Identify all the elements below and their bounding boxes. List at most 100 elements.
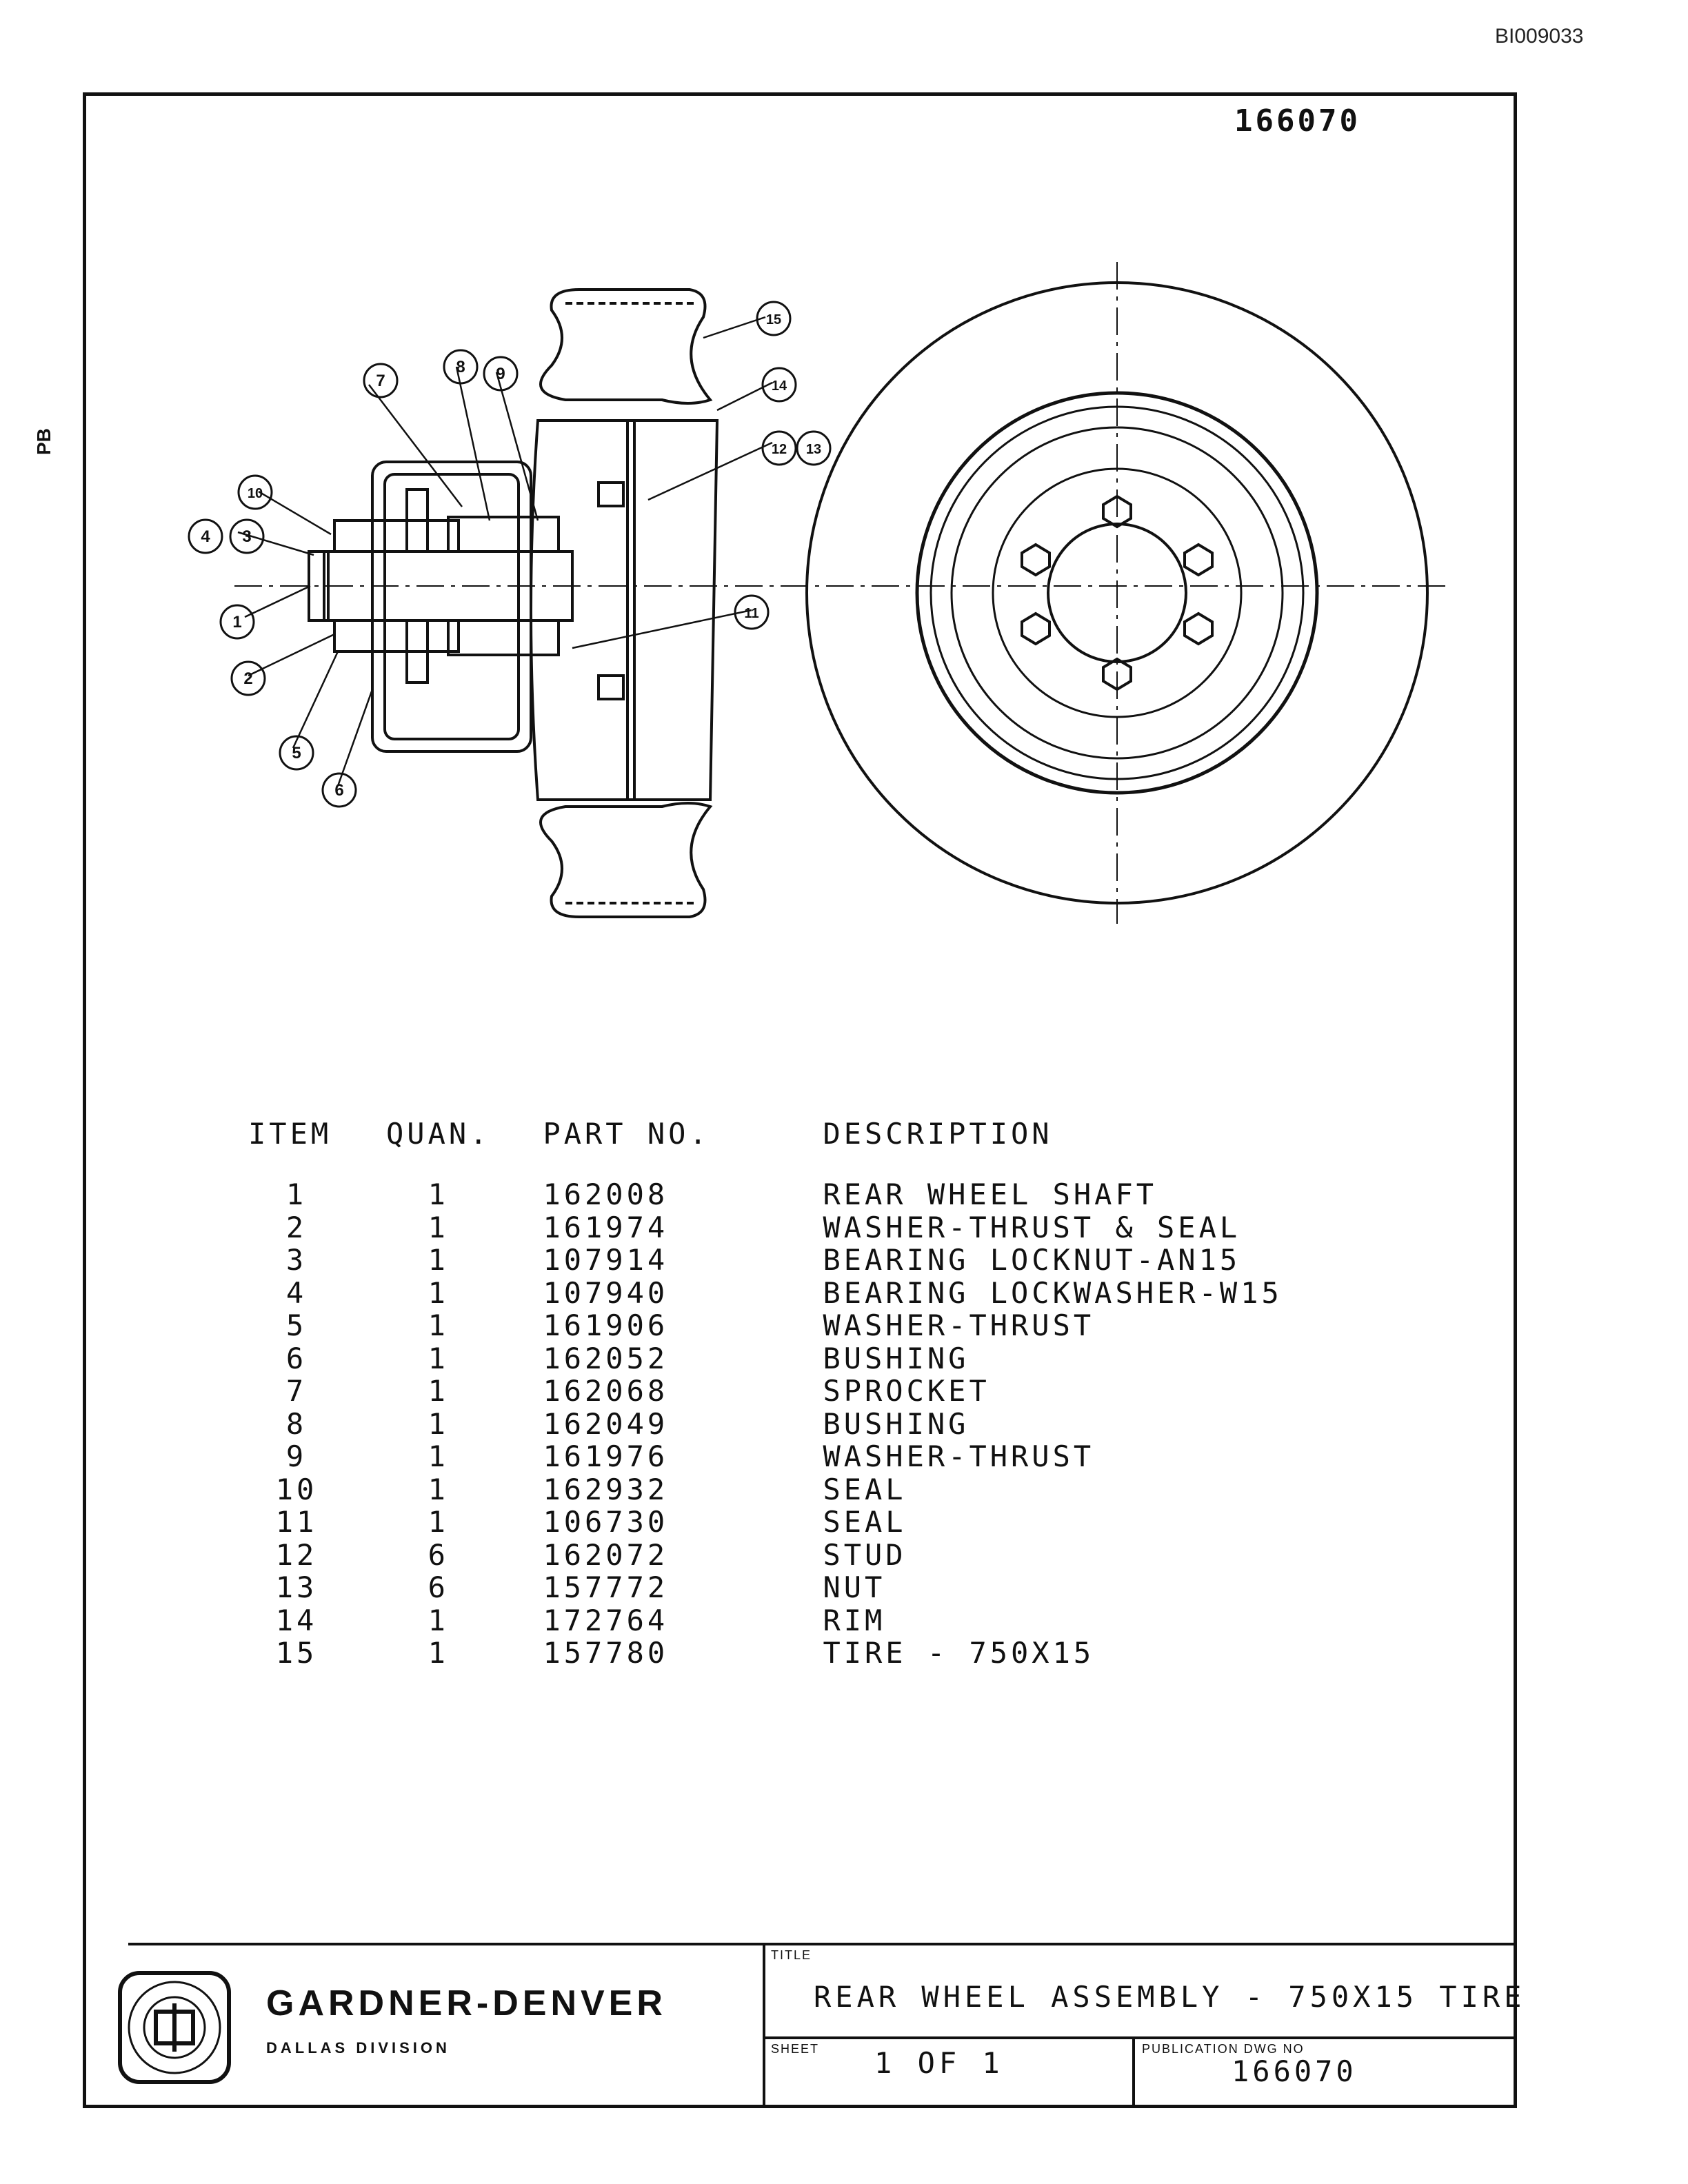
callout-bubbles (188, 301, 832, 808)
cell-description: SEAL (823, 1505, 907, 1539)
cell-quan: 1 (428, 1472, 449, 1506)
cell-item: 2 (285, 1210, 308, 1244)
cell-item: 11 (275, 1505, 318, 1539)
rim (530, 419, 719, 801)
callout-4: 4 (201, 527, 210, 546)
sheet-number: 1 OF 1 (874, 2046, 1004, 2080)
cell-quan: 1 (428, 1308, 449, 1342)
callout-2: 2 (243, 669, 252, 688)
cell-item: 7 (285, 1374, 308, 1408)
cell-part-no: 157772 (543, 1570, 669, 1604)
callout-3: 3 (242, 527, 251, 546)
cell-description: RIM (823, 1603, 886, 1637)
callout-6: 6 (334, 781, 343, 800)
table-row: 10 1 162932 SEAL (248, 1473, 1283, 1506)
callout-9: 9 (496, 365, 505, 383)
title-block-divider (763, 1943, 765, 2108)
company-name: GARDNER-DENVER (266, 1983, 667, 2023)
cell-description: STUD (823, 1537, 907, 1572)
cell-item: 15 (275, 1636, 318, 1670)
cell-description: SPROCKET (823, 1374, 990, 1408)
callout-7: 7 (376, 372, 385, 390)
cell-part-no: 161976 (543, 1439, 669, 1473)
cell-quan: 1 (428, 1275, 449, 1310)
cell-quan: 1 (428, 1505, 449, 1539)
cell-part-no: 106730 (543, 1505, 669, 1539)
cell-description: WASHER-THRUST & SEAL (823, 1210, 1241, 1244)
callout-14: 14 (772, 378, 787, 394)
sheet-label: SHEET (771, 2042, 820, 2056)
cell-description: NUT (823, 1570, 886, 1604)
cell-quan: 1 (428, 1603, 449, 1637)
cell-description: WASHER-THRUST (823, 1439, 1095, 1473)
document-id: BI009033 (1495, 25, 1584, 48)
table-row: 7 1 162068 SPROCKET (248, 1375, 1283, 1408)
drawing-frame (83, 92, 1517, 2108)
cell-quan: 1 (428, 1341, 449, 1375)
cell-item: 14 (275, 1603, 318, 1637)
title-label: TITLE (771, 1948, 812, 1962)
cell-part-no: 162049 (543, 1406, 669, 1441)
wheel-assembly-drawing: 1 2 3 4 5 6 7 8 9 10 11 12 13 14 15 (188, 262, 1448, 924)
cell-part-no: 107914 (543, 1243, 669, 1277)
callout-12: 12 (772, 442, 787, 457)
cell-part-no: 162008 (543, 1177, 669, 1211)
table-row: 9 1 161976 WASHER-THRUST (248, 1440, 1283, 1473)
cell-quan: 1 (428, 1636, 449, 1670)
cell-item: 4 (285, 1275, 308, 1310)
cell-part-no: 162052 (543, 1341, 669, 1375)
tire-section-upper (539, 288, 713, 405)
cell-part-no: 161974 (543, 1210, 669, 1244)
wheel-side-view (805, 262, 1429, 924)
cell-item: 8 (285, 1406, 308, 1441)
drawing-title: REAR WHEEL ASSEMBLY - 750X15 TIRE (814, 1980, 1526, 2014)
callout-15: 15 (766, 312, 781, 327)
cell-part-no: 157780 (543, 1636, 669, 1670)
cell-part-no: 162068 (543, 1374, 669, 1408)
publication-number: 166070 (1232, 2054, 1357, 2088)
cell-description: BUSHING (823, 1341, 969, 1375)
drawing-number: 166070 (1234, 103, 1360, 139)
cell-item: 12 (275, 1537, 318, 1572)
cell-description: TIRE - 750X15 (823, 1636, 1095, 1670)
publication-label: PUBLICATION DWG NO (1142, 2042, 1305, 2056)
title-block-divider (763, 2036, 1517, 2039)
table-header-row: ITEM QUAN. PART NO. DESCRIPTION (248, 1117, 1283, 1178)
table-row: 15 1 157780 TIRE - 750X15 (248, 1637, 1283, 1670)
cell-quan: 1 (428, 1243, 449, 1277)
cell-description: BEARING LOCKNUT-AN15 (823, 1243, 1241, 1277)
cell-quan: 1 (428, 1374, 449, 1408)
title-block-divider (1132, 2036, 1135, 2108)
cell-part-no: 162932 (543, 1472, 669, 1506)
callout-13: 13 (806, 442, 821, 457)
callout-10: 10 (248, 486, 263, 501)
cell-description: SEAL (823, 1472, 907, 1506)
callout-11: 11 (744, 606, 758, 621)
company-division: DALLAS DIVISION (266, 2039, 450, 2056)
cell-item: 9 (285, 1439, 308, 1473)
cell-item: 6 (285, 1341, 308, 1375)
cell-quan: 1 (428, 1439, 449, 1473)
tire-section-lower (539, 802, 713, 918)
cell-part-no: 161906 (543, 1308, 669, 1342)
title-block (128, 1943, 1517, 2108)
cell-item: 10 (275, 1472, 318, 1506)
cell-part-no: 107940 (543, 1275, 669, 1310)
cell-quan: 1 (428, 1177, 449, 1211)
column-header-quan: QUAN. (386, 1117, 491, 1151)
column-header-item: ITEM (248, 1117, 332, 1151)
callout-8: 8 (456, 358, 465, 376)
cell-description: REAR WHEEL SHAFT (823, 1177, 1158, 1211)
column-header-description: DESCRIPTION (823, 1117, 1053, 1151)
callout-1: 1 (232, 613, 241, 631)
